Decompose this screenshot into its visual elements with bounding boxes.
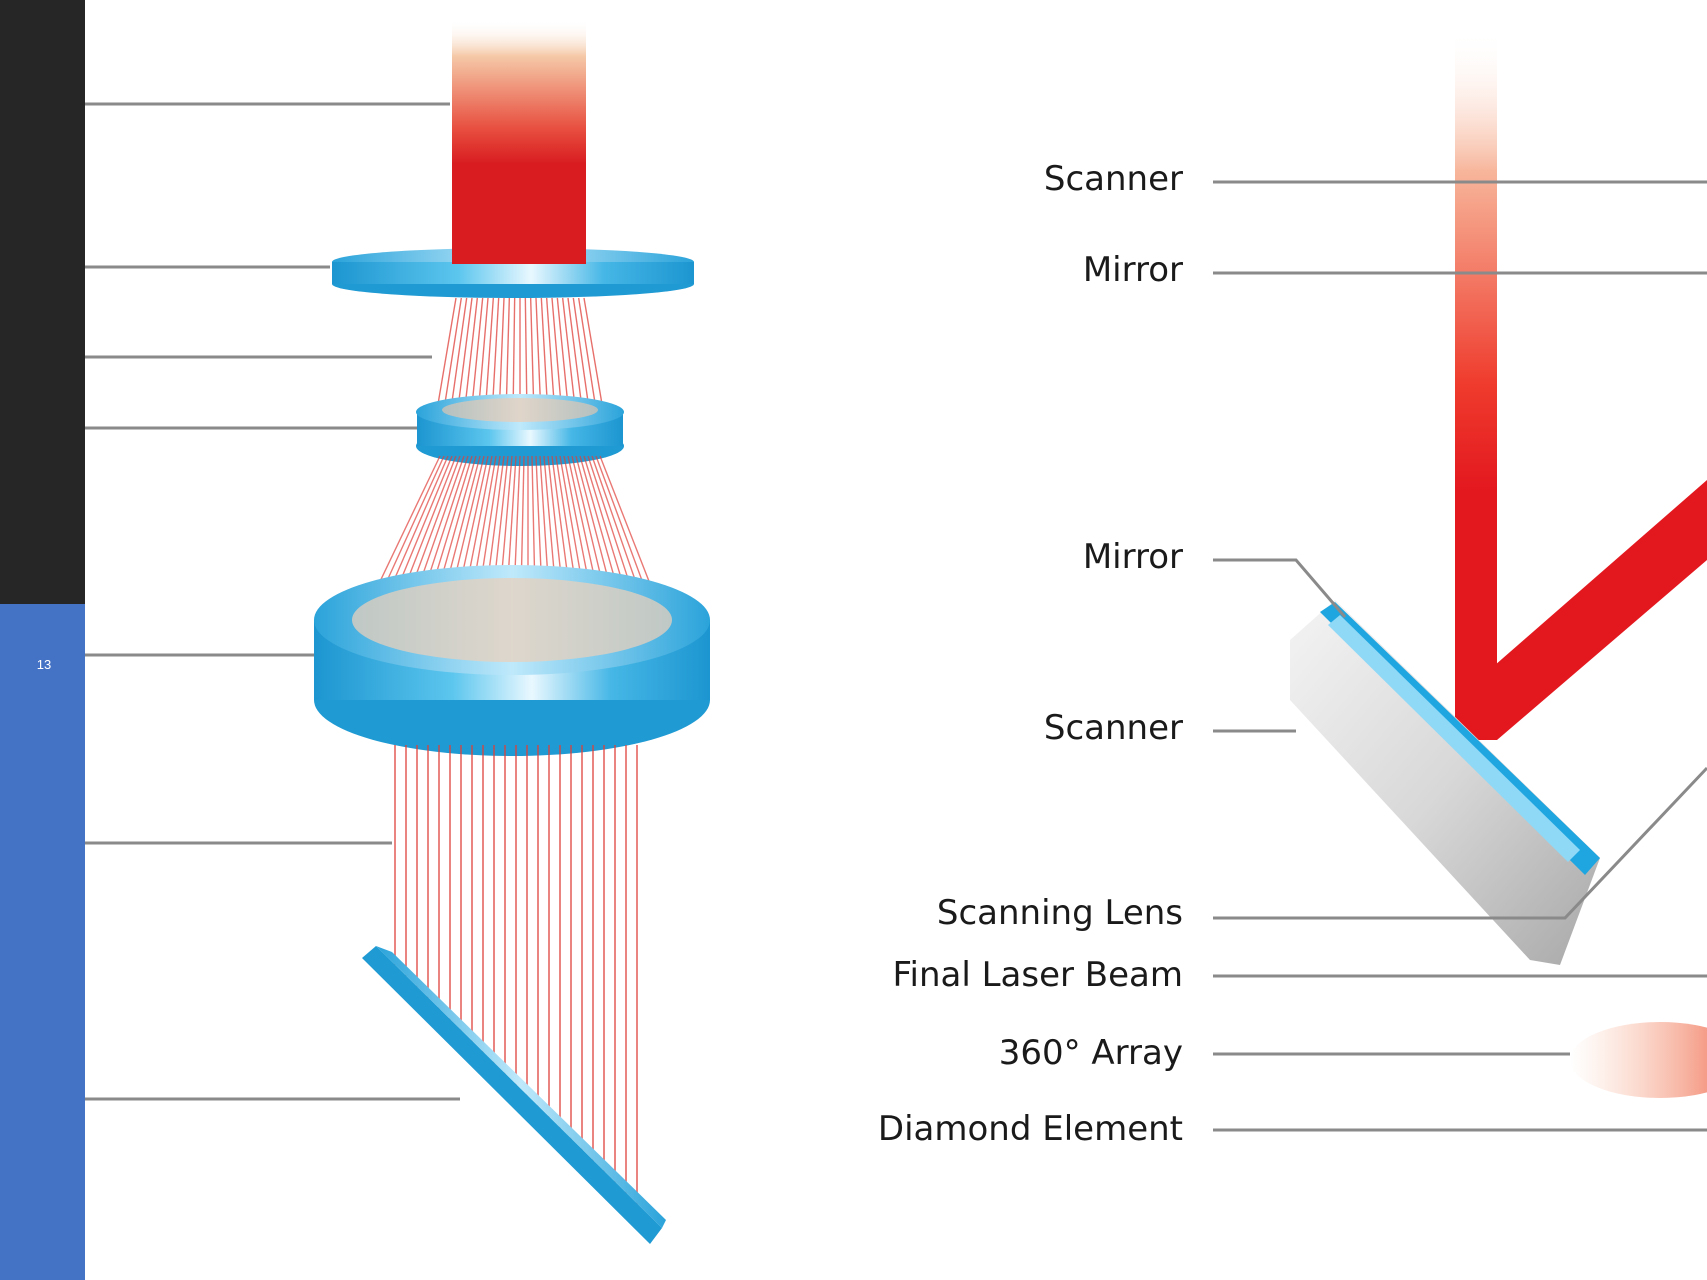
- left-leader-lines: [85, 102, 460, 1101]
- sidebar-accent-panel: [0, 604, 85, 1280]
- second-lens: [416, 394, 624, 466]
- ray-line: [512, 297, 516, 411]
- collimating-lens: [314, 565, 710, 756]
- ray-line: [567, 297, 583, 411]
- angled-laser-beam: [1455, 480, 1707, 740]
- label-scanner-top: Scanner: [1044, 159, 1183, 199]
- ray-line: [556, 297, 570, 411]
- ray-line: [572, 297, 590, 411]
- ray-line: [524, 297, 528, 411]
- ray-line: [505, 297, 511, 411]
- ray-line: [450, 297, 468, 411]
- parallel-rays: [394, 745, 638, 1207]
- vertical-laser-beam: [1455, 30, 1497, 740]
- first-lens: [332, 244, 694, 298]
- ray-line: [470, 297, 484, 411]
- label-scanner-middle: Scanner: [1044, 708, 1183, 748]
- ray-line: [491, 297, 500, 411]
- scanner-mirror-assembly: [1290, 600, 1600, 965]
- label-final-laser-beam: Final Laser Beam: [892, 955, 1183, 995]
- ray-line: [457, 297, 473, 411]
- slide-number: 13: [36, 657, 52, 672]
- ray-line: [436, 297, 457, 411]
- ray-line: [498, 297, 505, 411]
- ray-line: [561, 297, 577, 411]
- ray-line: [477, 297, 489, 411]
- ray-line: [463, 297, 479, 411]
- ray-line: [551, 297, 563, 411]
- label-diamond-element: Diamond Element: [878, 1109, 1183, 1149]
- label-360-array: 360° Array: [999, 1033, 1183, 1073]
- ray-line: [484, 297, 495, 411]
- tilted-mirror: [362, 946, 666, 1244]
- incoming-laser-beam: [452, 20, 586, 260]
- ray-line: [443, 297, 463, 411]
- ray-line: [545, 297, 556, 411]
- label-mirror-middle: Mirror: [1083, 537, 1183, 577]
- ray-line: [583, 297, 604, 411]
- label-mirror-top: Mirror: [1083, 250, 1183, 290]
- reflected-rays: [395, 967, 800, 1211]
- array-glow: [1570, 1022, 1707, 1098]
- ray-line: [540, 297, 549, 411]
- ray-line: [577, 297, 597, 411]
- ray-line: [535, 297, 542, 411]
- diverging-rays-upper: [436, 297, 604, 411]
- sidebar-dark-panel: [0, 0, 85, 604]
- ray-line: [529, 297, 535, 411]
- label-scanning-lens: Scanning Lens: [937, 893, 1183, 933]
- right-leader-lines: [1213, 180, 1707, 1132]
